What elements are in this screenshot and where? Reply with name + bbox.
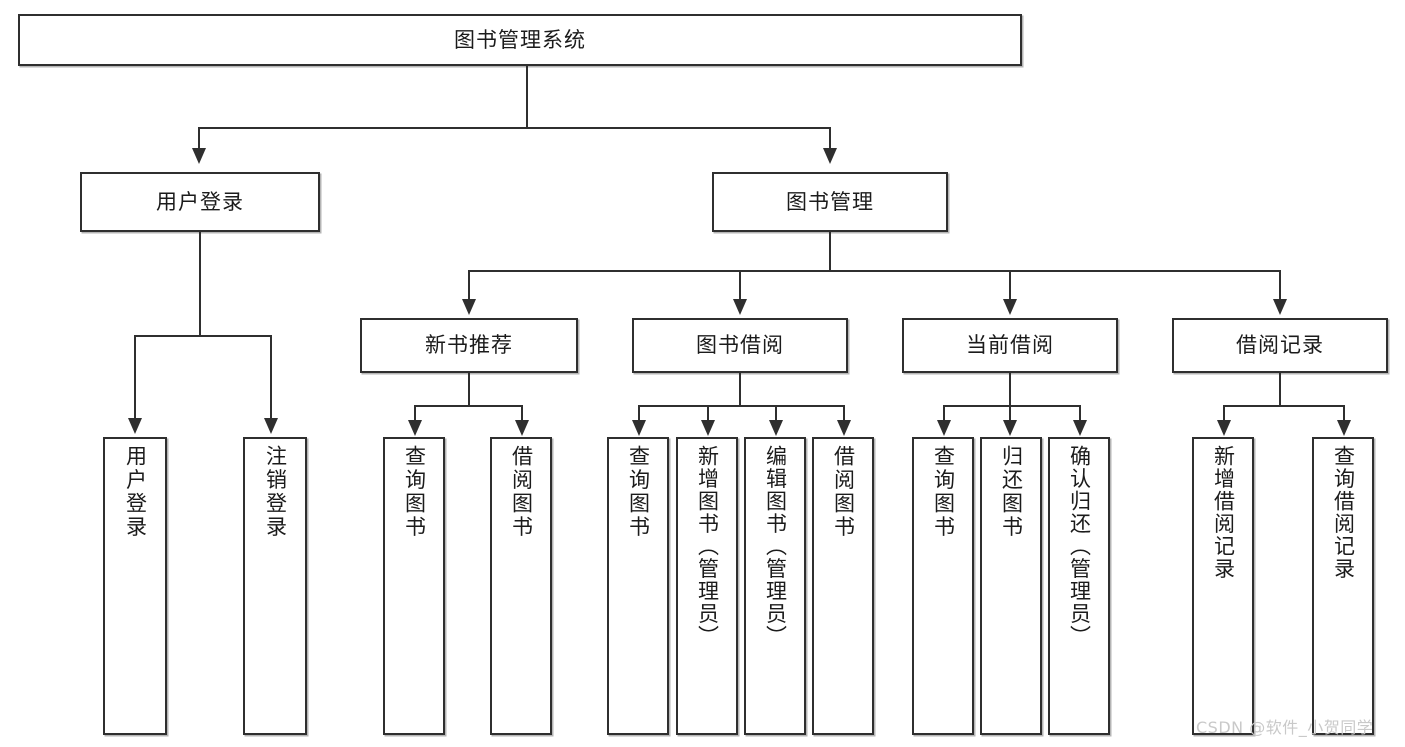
leaf-add-record-label: 新增借阅记录 (1211, 445, 1236, 580)
node-new-book-recommend-label: 新书推荐 (425, 333, 513, 358)
leaf-borrow-book-2[interactable]: 借阅图书 (812, 437, 874, 735)
connector-cb-bus (943, 405, 1080, 407)
node-borrow-record[interactable]: 借阅记录 (1172, 318, 1388, 373)
connector-nbr-bus (414, 405, 522, 407)
connector-nbr-stem (468, 373, 470, 406)
connector-root-stem (526, 66, 528, 128)
leaf-borrow-book-1-label: 借阅图书 (509, 445, 534, 539)
leaf-confirm-return-label: 确认归还（管理员） (1067, 445, 1092, 648)
leaf-query-book-2-label: 查询图书 (626, 445, 651, 539)
node-new-book-recommend[interactable]: 新书推荐 (360, 318, 578, 373)
leaf-query-book-2[interactable]: 查询图书 (607, 437, 669, 735)
arrow-to-leaf-borrow-book-2 (837, 420, 851, 436)
connector-bb-leg-3 (775, 405, 777, 421)
leaf-add-book[interactable]: 新增图书（管理员） (676, 437, 738, 735)
connector-bm-leg-2 (739, 270, 741, 300)
leaf-edit-book-label: 编辑图书（管理员） (763, 445, 788, 648)
arrow-to-leaf-confirm-return (1073, 420, 1087, 436)
arrow-to-leaf-query-book-1 (408, 420, 422, 436)
leaf-edit-book[interactable]: 编辑图书（管理员） (744, 437, 806, 735)
connector-cb-leg-2 (1009, 405, 1011, 421)
node-current-borrow-label: 当前借阅 (966, 333, 1054, 358)
arrow-to-leaf-query-book-3 (937, 420, 951, 436)
leaf-query-book-3[interactable]: 查询图书 (912, 437, 974, 735)
leaf-user-login[interactable]: 用户登录 (103, 437, 167, 735)
node-book-management[interactable]: 图书管理 (712, 172, 948, 232)
leaf-query-book-1-label: 查询图书 (402, 445, 427, 539)
connector-bm-leg-1 (468, 270, 470, 300)
connector-book-management-bus (468, 270, 1280, 272)
connector-nbr-leg-2 (521, 405, 523, 421)
arrow-to-leaf-query-book-2 (632, 420, 646, 436)
node-book-borrow-label: 图书借阅 (696, 333, 784, 358)
connector-bm-leg-3 (1009, 270, 1011, 300)
connector-user-login-leg-1 (134, 335, 136, 419)
connector-user-login-leg-2 (270, 335, 272, 419)
connector-bb-bus (638, 405, 844, 407)
arrow-to-leaf-return-book (1003, 420, 1017, 436)
connector-bb-leg-4 (843, 405, 845, 421)
csdn-watermark: CSDN @软件_小贺同学 (1196, 718, 1374, 737)
arrow-to-leaf-query-record (1337, 420, 1351, 436)
node-root[interactable]: 图书管理系统 (18, 14, 1022, 66)
leaf-logout[interactable]: 注销登录 (243, 437, 307, 735)
arrow-to-borrow-record (1273, 299, 1287, 315)
leaf-borrow-book-2-label: 借阅图书 (831, 445, 856, 539)
connector-user-login-stem (199, 232, 201, 336)
connector-book-management-stem (829, 232, 831, 272)
leaf-query-book-3-label: 查询图书 (931, 445, 956, 539)
leaf-query-record[interactable]: 查询借阅记录 (1312, 437, 1374, 735)
connector-bb-leg-2 (707, 405, 709, 421)
arrow-to-leaf-add-record (1217, 420, 1231, 436)
arrow-to-current-borrow (1003, 299, 1017, 315)
connector-br-bus (1223, 405, 1344, 407)
connector-cb-leg-3 (1079, 405, 1081, 421)
node-borrow-record-label: 借阅记录 (1236, 333, 1324, 358)
arrow-to-leaf-borrow-book-1 (515, 420, 529, 436)
connector-root-leg-right (829, 127, 831, 149)
connector-br-leg-1 (1223, 405, 1225, 421)
node-user-login[interactable]: 用户登录 (80, 172, 320, 232)
connector-nbr-leg-1 (414, 405, 416, 421)
leaf-add-record[interactable]: 新增借阅记录 (1192, 437, 1254, 735)
arrow-to-new-book-recommend (462, 299, 476, 315)
node-book-management-label: 图书管理 (786, 189, 874, 214)
node-user-login-label: 用户登录 (156, 189, 244, 214)
arrow-to-book-borrow (733, 299, 747, 315)
connector-br-leg-2 (1343, 405, 1345, 421)
arrow-root-to-user-login (192, 148, 206, 164)
connector-user-login-bus (134, 335, 271, 337)
connector-bb-stem (739, 373, 741, 406)
arrow-root-to-book-management (823, 148, 837, 164)
leaf-borrow-book-1[interactable]: 借阅图书 (490, 437, 552, 735)
leaf-logout-label: 注销登录 (263, 445, 288, 539)
leaf-return-book[interactable]: 归还图书 (980, 437, 1042, 735)
connector-root-leg-left (198, 127, 200, 149)
leaf-return-book-label: 归还图书 (999, 445, 1024, 539)
connector-bb-leg-1 (638, 405, 640, 421)
node-book-borrow[interactable]: 图书借阅 (632, 318, 848, 373)
leaf-user-login-label: 用户登录 (123, 445, 148, 539)
leaf-add-book-label: 新增图书（管理员） (695, 445, 720, 648)
leaf-confirm-return[interactable]: 确认归还（管理员） (1048, 437, 1110, 735)
arrow-to-leaf-logout (264, 418, 278, 434)
node-root-label: 图书管理系统 (454, 27, 586, 52)
connector-cb-stem (1009, 373, 1011, 406)
leaf-query-record-label: 查询借阅记录 (1331, 445, 1356, 580)
connector-cb-leg-1 (943, 405, 945, 421)
connector-bm-leg-4 (1279, 270, 1281, 300)
node-current-borrow[interactable]: 当前借阅 (902, 318, 1118, 373)
leaf-query-book-1[interactable]: 查询图书 (383, 437, 445, 735)
arrow-to-leaf-edit-book (769, 420, 783, 436)
arrow-to-leaf-add-book (701, 420, 715, 436)
connector-root-bus (198, 127, 830, 129)
connector-br-stem (1279, 373, 1281, 406)
arrow-to-leaf-user-login (128, 418, 142, 434)
